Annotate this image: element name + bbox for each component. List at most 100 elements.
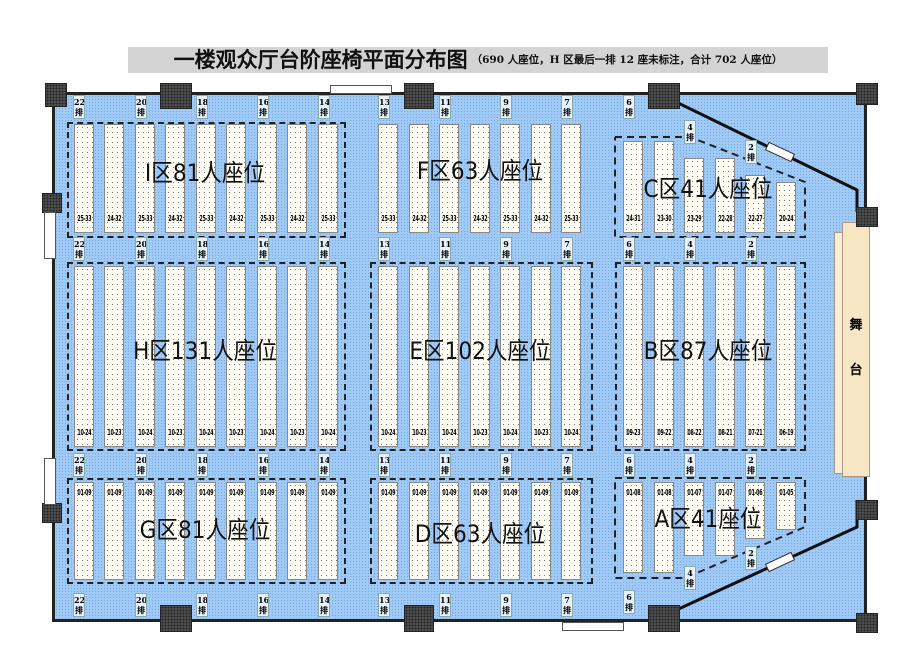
row-suffix: 排 bbox=[198, 605, 206, 615]
row-number: 14 bbox=[319, 455, 330, 465]
seat-column: 10-23 bbox=[226, 266, 246, 447]
row-suffix: 排 bbox=[747, 558, 755, 568]
row-suffix: 排 bbox=[380, 107, 388, 117]
row-number: 18 bbox=[197, 97, 208, 107]
row-suffix: 排 bbox=[75, 249, 83, 259]
seat-column: 01-09 bbox=[318, 482, 338, 580]
seat-column: 09-22 bbox=[654, 266, 674, 447]
seat-range-label: 01-09 bbox=[107, 488, 122, 497]
seat-range-label: 10-24 bbox=[199, 428, 214, 437]
row-suffix: 排 bbox=[625, 249, 633, 259]
row-suffix: 排 bbox=[320, 249, 328, 259]
seat-column: 01-08 bbox=[654, 482, 674, 573]
seat-column: 20-24 bbox=[776, 182, 796, 233]
zone-b-boundary bbox=[615, 262, 806, 451]
row-number: 18 bbox=[197, 455, 208, 465]
seat-column: 25-33 bbox=[196, 124, 216, 233]
seat-range-label: 01-09 bbox=[473, 488, 488, 497]
seat-column: 01-06 bbox=[745, 482, 765, 539]
zone-g-boundary bbox=[67, 478, 346, 584]
row-suffix: 排 bbox=[686, 249, 694, 259]
row-suffix: 排 bbox=[563, 249, 571, 259]
seat-column: 25-33 bbox=[74, 124, 94, 233]
seat-column: 10-23 bbox=[104, 266, 124, 447]
row-number: 11 bbox=[440, 455, 451, 465]
zone-b-label: B区87人座位 bbox=[643, 337, 773, 365]
row-suffix: 排 bbox=[747, 465, 755, 475]
title-note: （690 人座位，H 区最后一排 12 座未标注，合计 702 人座位） bbox=[471, 54, 783, 66]
row-suffix: 排 bbox=[259, 605, 267, 615]
seat-range-label: 10-23 bbox=[107, 428, 122, 437]
seat-column: 09-23 bbox=[623, 266, 643, 447]
row-suffix: 排 bbox=[686, 132, 694, 142]
seat-column: 22-28 bbox=[715, 158, 735, 233]
seat-range-label: 20-24 bbox=[779, 214, 794, 223]
row-suffix: 排 bbox=[320, 465, 328, 475]
title-main: 一楼观众厅台阶座椅平面分布图 bbox=[173, 48, 468, 72]
seat-range-label: 10-23 bbox=[168, 428, 183, 437]
row-number: 13 bbox=[379, 455, 390, 465]
seat-range-label: 25-33 bbox=[77, 214, 92, 223]
row-suffix: 排 bbox=[259, 249, 267, 259]
seat-column: 22-27 bbox=[745, 175, 765, 233]
seat-column: 01-09 bbox=[531, 482, 551, 580]
page-title: 一楼观众厅台阶座椅平面分布图 （690 人座位，H 区最后一排 12 座未标注，… bbox=[128, 47, 828, 73]
seat-column: 01-09 bbox=[470, 482, 490, 580]
seat-range-label: 08-22 bbox=[687, 428, 702, 437]
stage-label-1: 舞 bbox=[849, 318, 863, 333]
seat-range-label: 01-08 bbox=[626, 488, 641, 497]
row-suffix: 排 bbox=[75, 465, 83, 475]
row-suffix: 排 bbox=[502, 605, 510, 615]
seat-column: 01-05 bbox=[776, 482, 796, 530]
row-suffix: 排 bbox=[137, 107, 145, 117]
row-number: 2 bbox=[748, 548, 754, 558]
seat-column: 25-33 bbox=[135, 124, 155, 233]
seat-range-label: 01-05 bbox=[779, 488, 794, 497]
seat-column: 10-23 bbox=[470, 266, 490, 447]
pillar bbox=[856, 207, 878, 227]
zone-h-boundary bbox=[67, 262, 346, 451]
seat-column: 08-22 bbox=[684, 266, 704, 447]
upper-side-door bbox=[764, 141, 796, 163]
seat-column: 10-24 bbox=[561, 266, 581, 447]
seat-range-label: 01-09 bbox=[503, 488, 518, 497]
seat-range-label: 01-09 bbox=[199, 488, 214, 497]
row-suffix: 排 bbox=[747, 249, 755, 259]
row-suffix: 排 bbox=[198, 465, 206, 475]
seat-range-label: 24-32 bbox=[473, 214, 488, 223]
zone-c-label: C区41人座位 bbox=[643, 175, 773, 203]
seat-range-label: 25-33 bbox=[260, 214, 275, 223]
stage-label-2: 台 bbox=[849, 363, 863, 378]
seat-range-label: 25-33 bbox=[503, 214, 518, 223]
seat-column: 24-32 bbox=[409, 124, 429, 233]
seat-range-label: 24-31 bbox=[626, 214, 641, 223]
seat-column: 25-33 bbox=[378, 124, 398, 233]
seat-range-label: 06-19 bbox=[779, 428, 794, 437]
row-suffix: 排 bbox=[441, 465, 449, 475]
row-number: 11 bbox=[440, 97, 451, 107]
seat-column: 01-07 bbox=[684, 482, 704, 556]
row-number: 4 bbox=[687, 122, 693, 132]
row-number: 22 bbox=[74, 239, 85, 249]
seat-column: 01-09 bbox=[378, 482, 398, 580]
seat-range-label: 10-23 bbox=[473, 428, 488, 437]
row-suffix: 排 bbox=[259, 107, 267, 117]
seat-column: 10-24 bbox=[378, 266, 398, 447]
row-suffix: 排 bbox=[259, 465, 267, 475]
row-number: 6 bbox=[626, 97, 632, 107]
